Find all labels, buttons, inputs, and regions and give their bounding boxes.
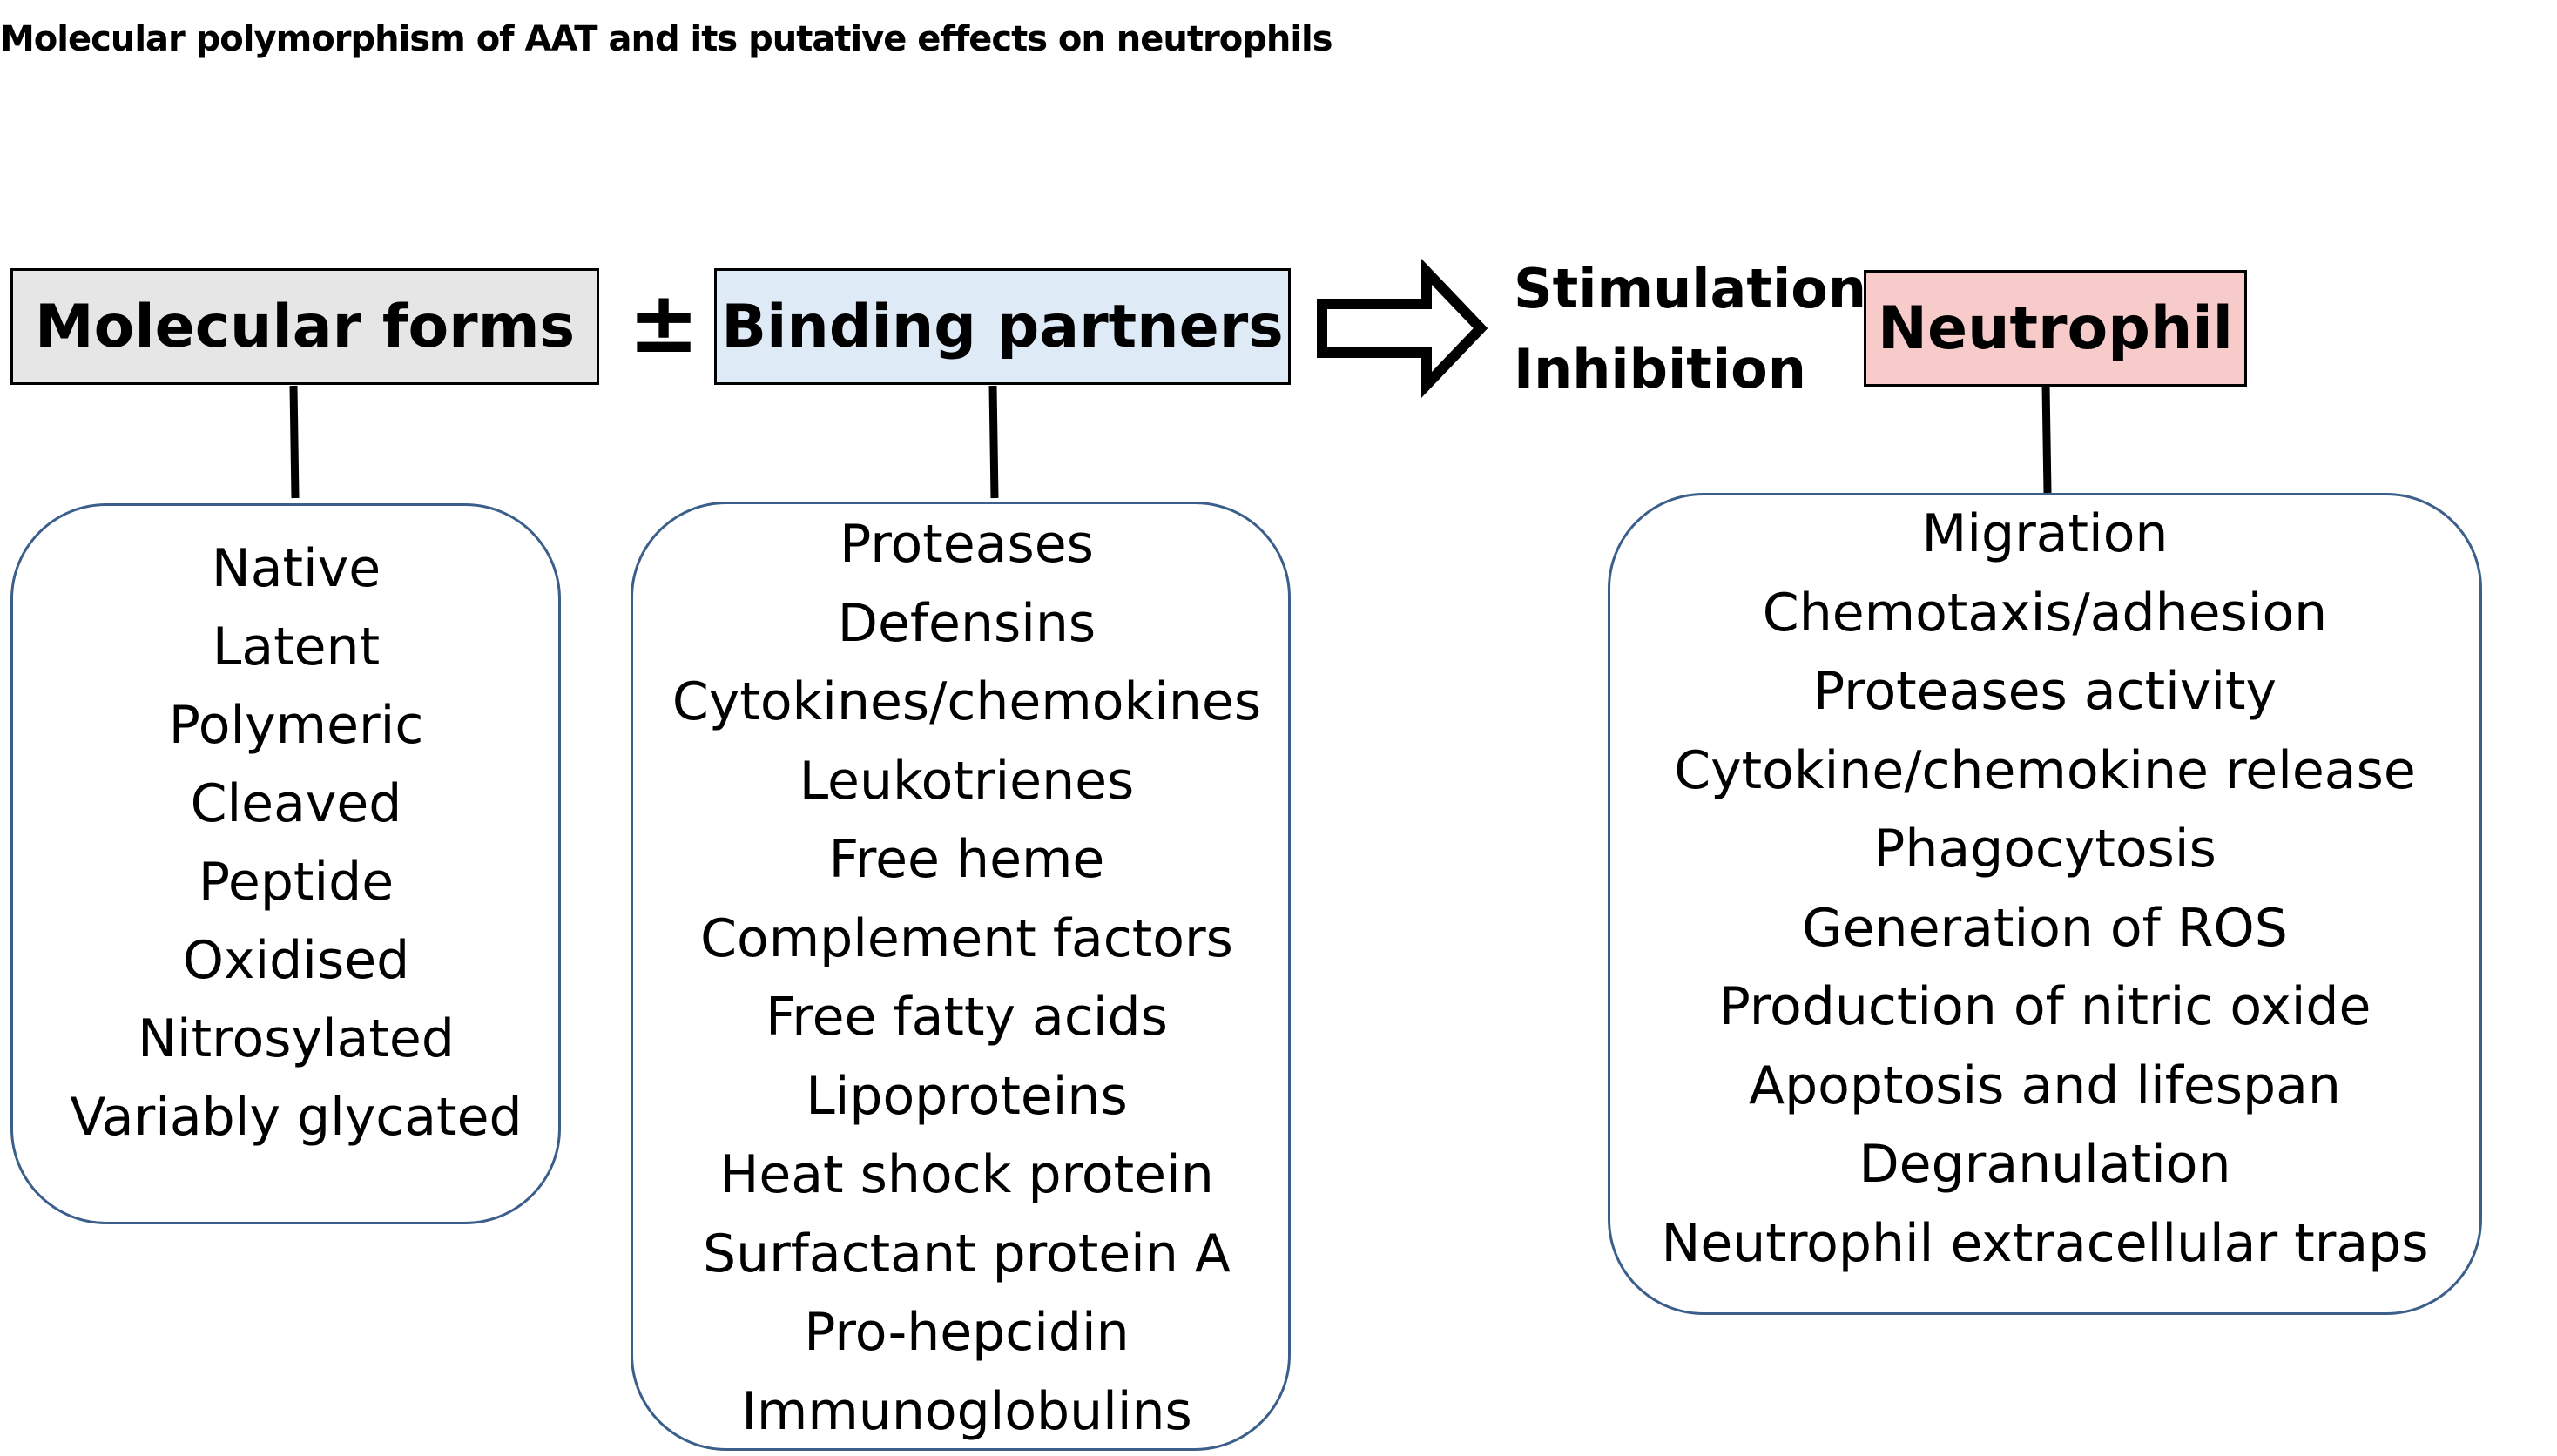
molecular-forms-box: [10, 503, 561, 1224]
neutrophil-effect-item: Generation of ROS: [1802, 897, 2288, 959]
molecular-form-item: Native: [211, 538, 381, 599]
right-arrow-icon: [1317, 259, 1488, 398]
binding-partners-box: [631, 502, 1291, 1451]
molecular-form-item: Variably glycated: [70, 1087, 523, 1148]
neutrophil-effect-item: Production of nitric oxide: [1718, 976, 2371, 1037]
molecular-form-item: Latent: [212, 617, 381, 677]
binding-partner-item: Heat shock protein: [719, 1144, 1214, 1205]
binding-partner-item: Cytokines/chemokines: [671, 671, 1262, 732]
neutrophil-effect-item: Chemotaxis/adhesion: [1762, 582, 2328, 644]
diagram-title: Molecular polymorphism of AAT and its pu…: [0, 19, 1333, 59]
header-binding-partners-label: Binding partners: [721, 292, 1284, 361]
connector-binding-partners: [988, 385, 999, 499]
molecular-form-item: Oxidised: [182, 930, 410, 991]
header-neutrophil: Neutrophil: [1864, 270, 2247, 387]
neutrophil-effect-item: Phagocytosis: [1873, 819, 2216, 880]
molecular-form-item: Peptide: [198, 852, 395, 913]
header-molecular-forms: Molecular forms: [10, 268, 599, 385]
molecular-form-item: Cleaved: [190, 773, 402, 834]
binding-partner-item: Proteases: [840, 514, 1094, 575]
neutrophil-effect-item: Degranulation: [1859, 1134, 2231, 1195]
binding-partner-item: Leukotrienes: [799, 750, 1135, 812]
connector-neutrophil: [2041, 385, 2052, 494]
neutrophil-effect-item: Cytokine/chemokine release: [1674, 739, 2416, 801]
neutrophil-box: [1608, 493, 2482, 1315]
effects-labels: Stimulation Inhibition: [1514, 249, 1866, 409]
inhibition-label: Inhibition: [1514, 337, 1806, 401]
molecular-form-item: Nitrosylated: [138, 1008, 455, 1069]
binding-partner-item: Pro-hepcidin: [804, 1302, 1130, 1363]
binding-partner-item: Complement factors: [700, 907, 1233, 969]
plus-minus-sign: ±: [627, 273, 700, 373]
binding-partner-item: Surfactant protein A: [703, 1223, 1231, 1284]
molecular-form-item: Polymeric: [168, 695, 424, 756]
binding-partner-item: Free heme: [828, 829, 1105, 890]
header-molecular-forms-label: Molecular forms: [34, 292, 576, 361]
neutrophil-effect-item: Neutrophil extracellular traps: [1661, 1212, 2429, 1274]
neutrophil-effect-item: Migration: [1921, 503, 2169, 564]
binding-partner-item: Free fatty acids: [766, 987, 1168, 1048]
binding-partner-item: Immunoglobulins: [741, 1380, 1192, 1442]
neutrophil-effect-item: Apoptosis and lifespan: [1749, 1055, 2341, 1116]
header-neutrophil-label: Neutrophil: [1878, 293, 2233, 363]
binding-partner-item: Defensins: [837, 592, 1096, 654]
header-binding-partners: Binding partners: [714, 268, 1291, 385]
stimulation-label: Stimulation: [1514, 257, 1866, 320]
neutrophil-effect-item: Proteases activity: [1812, 661, 2277, 722]
binding-partner-item: Lipoproteins: [806, 1065, 1128, 1127]
connector-molecular-forms: [289, 385, 300, 499]
